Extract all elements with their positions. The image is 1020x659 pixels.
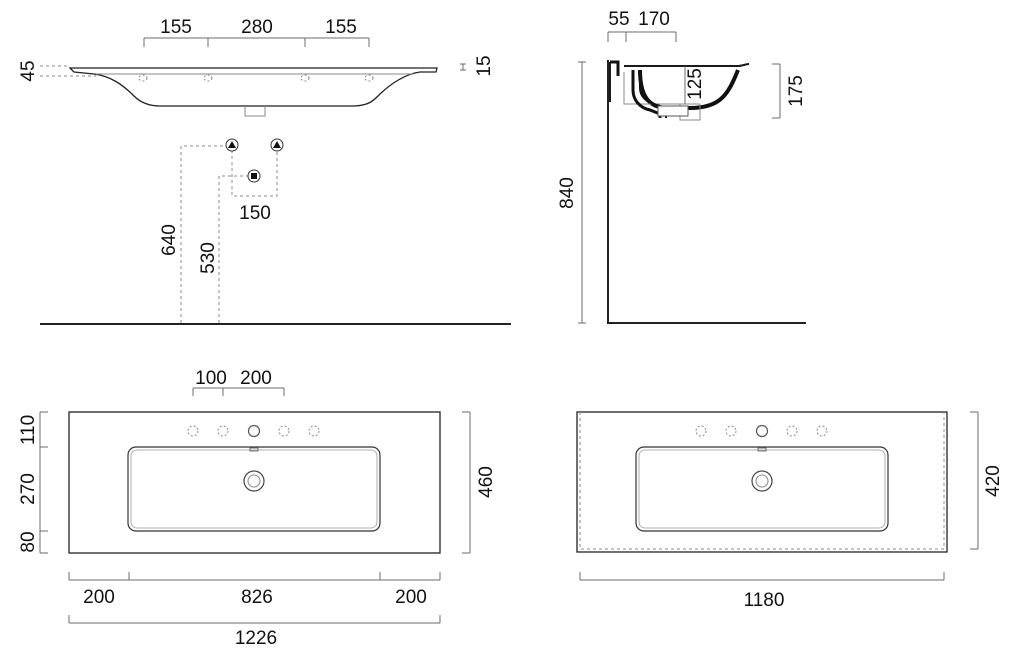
total-width-dimension: 1226 bbox=[68, 615, 441, 649]
depth-part-3-label: 80 bbox=[18, 531, 39, 552]
cabinet-depth-dimension: 420 bbox=[970, 411, 1004, 550]
cabinet-plan-view: 420 1180 bbox=[576, 411, 1004, 611]
drain-icon bbox=[243, 470, 265, 492]
total-height-dimension: 175 bbox=[772, 63, 807, 119]
inlet-layout: 150 640 530 bbox=[159, 138, 284, 323]
hot-inlet-icon bbox=[225, 138, 239, 152]
width-part-3-label: 200 bbox=[395, 587, 427, 608]
cold-inlet-icon bbox=[270, 138, 284, 152]
bowl-depth-top-label: 170 bbox=[638, 9, 670, 30]
inlet-height-label: 640 bbox=[159, 224, 180, 256]
tap-holes bbox=[187, 424, 320, 438]
hole-spacing-right-label: 200 bbox=[240, 368, 272, 389]
hole-spacing-left-label: 100 bbox=[195, 368, 227, 389]
cabinet-outline bbox=[579, 412, 945, 550]
basin-section bbox=[609, 60, 750, 121]
mount-height-dimension: 840 bbox=[557, 61, 586, 324]
tap-spacing-dimension: 155 280 155 bbox=[143, 17, 370, 47]
lip-right-label: 15 bbox=[474, 55, 495, 76]
side-top-dimension: 55 170 bbox=[607, 9, 677, 42]
waste-outlet-icon bbox=[247, 169, 261, 183]
depth-part-2-label: 270 bbox=[18, 473, 39, 505]
hole-spacing-dimension: 100 200 bbox=[192, 368, 285, 396]
bowl-height-label: 125 bbox=[685, 68, 706, 100]
width-part-1-label: 200 bbox=[83, 587, 115, 608]
tap-spacing-center-label: 280 bbox=[241, 17, 273, 38]
cabinet-drain-icon bbox=[751, 470, 773, 492]
total-width-label: 1226 bbox=[235, 628, 277, 649]
total-depth-dimension: 460 bbox=[462, 411, 497, 554]
lip-left-label: 45 bbox=[18, 60, 39, 81]
cabinet-depth-label: 420 bbox=[983, 465, 1004, 497]
cabinet-tap-holes bbox=[695, 424, 828, 438]
total-depth-label: 460 bbox=[476, 466, 497, 498]
cabinet-width-dimension: 1180 bbox=[579, 572, 945, 611]
total-height-label: 175 bbox=[786, 75, 807, 107]
bowl-outline bbox=[127, 446, 381, 532]
inlet-spacing-label: 150 bbox=[239, 203, 271, 224]
side-section: 55 170 125 175 bbox=[557, 9, 807, 324]
lip-right-dimension: 15 bbox=[460, 55, 495, 77]
width-part-2-label: 826 bbox=[241, 587, 273, 608]
mount-height-label: 840 bbox=[557, 177, 578, 209]
front-elevation: 155 280 155 45 15 bbox=[18, 17, 511, 325]
depth-part-1-label: 110 bbox=[18, 415, 39, 445]
waste-height-label: 530 bbox=[198, 242, 219, 274]
cabinet-bowl-outline bbox=[635, 446, 889, 532]
bowl-height-dimension: 125 bbox=[684, 66, 706, 104]
tap-spacing-right-label: 155 bbox=[325, 17, 357, 38]
cabinet-width-label: 1180 bbox=[744, 590, 785, 611]
wall-offset-label: 55 bbox=[608, 9, 629, 30]
tap-spacing-left-label: 155 bbox=[160, 17, 192, 38]
lip-left-dimension: 45 bbox=[18, 60, 96, 82]
basin-front-profile bbox=[68, 67, 438, 117]
plan-view: 100 200 110 270 80 bbox=[18, 368, 497, 649]
depth-parts-dimension: 110 270 80 bbox=[18, 411, 48, 554]
width-parts-dimension: 200 826 200 bbox=[68, 572, 441, 608]
